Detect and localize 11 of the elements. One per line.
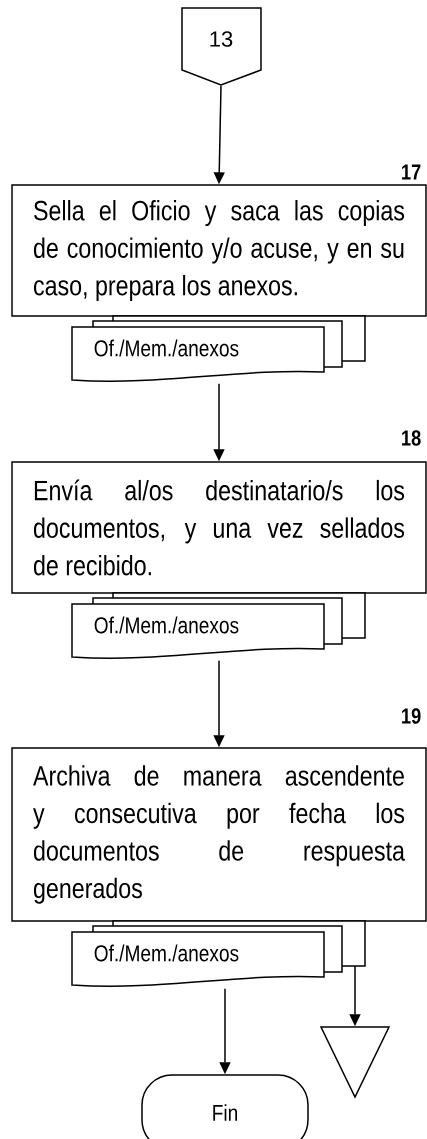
terminator: Fin xyxy=(141,1074,309,1139)
off-page-connector: 13 xyxy=(181,7,262,86)
step-number: 19 xyxy=(402,708,421,724)
document-stack: Of./Mem./anexos xyxy=(71,920,366,987)
process-box: Envía al/os destinatario/s los documentos, y una vez sellados de recibido. xyxy=(11,461,427,594)
process-box: Archiva de manera ascendente y consecutiva por fecha los documentos de respuesta generados xyxy=(11,747,427,922)
step-number: 17 xyxy=(402,164,421,180)
document-stack: Of./Mem./anexos xyxy=(71,315,366,382)
step-number: 18 xyxy=(402,430,421,446)
process-box: Sella el Oficio y saca las copias de conocimiento y/o acuse, y en su caso, prepara los anexos. xyxy=(11,184,427,317)
document-stack: Of./Mem./anexos xyxy=(71,592,366,659)
